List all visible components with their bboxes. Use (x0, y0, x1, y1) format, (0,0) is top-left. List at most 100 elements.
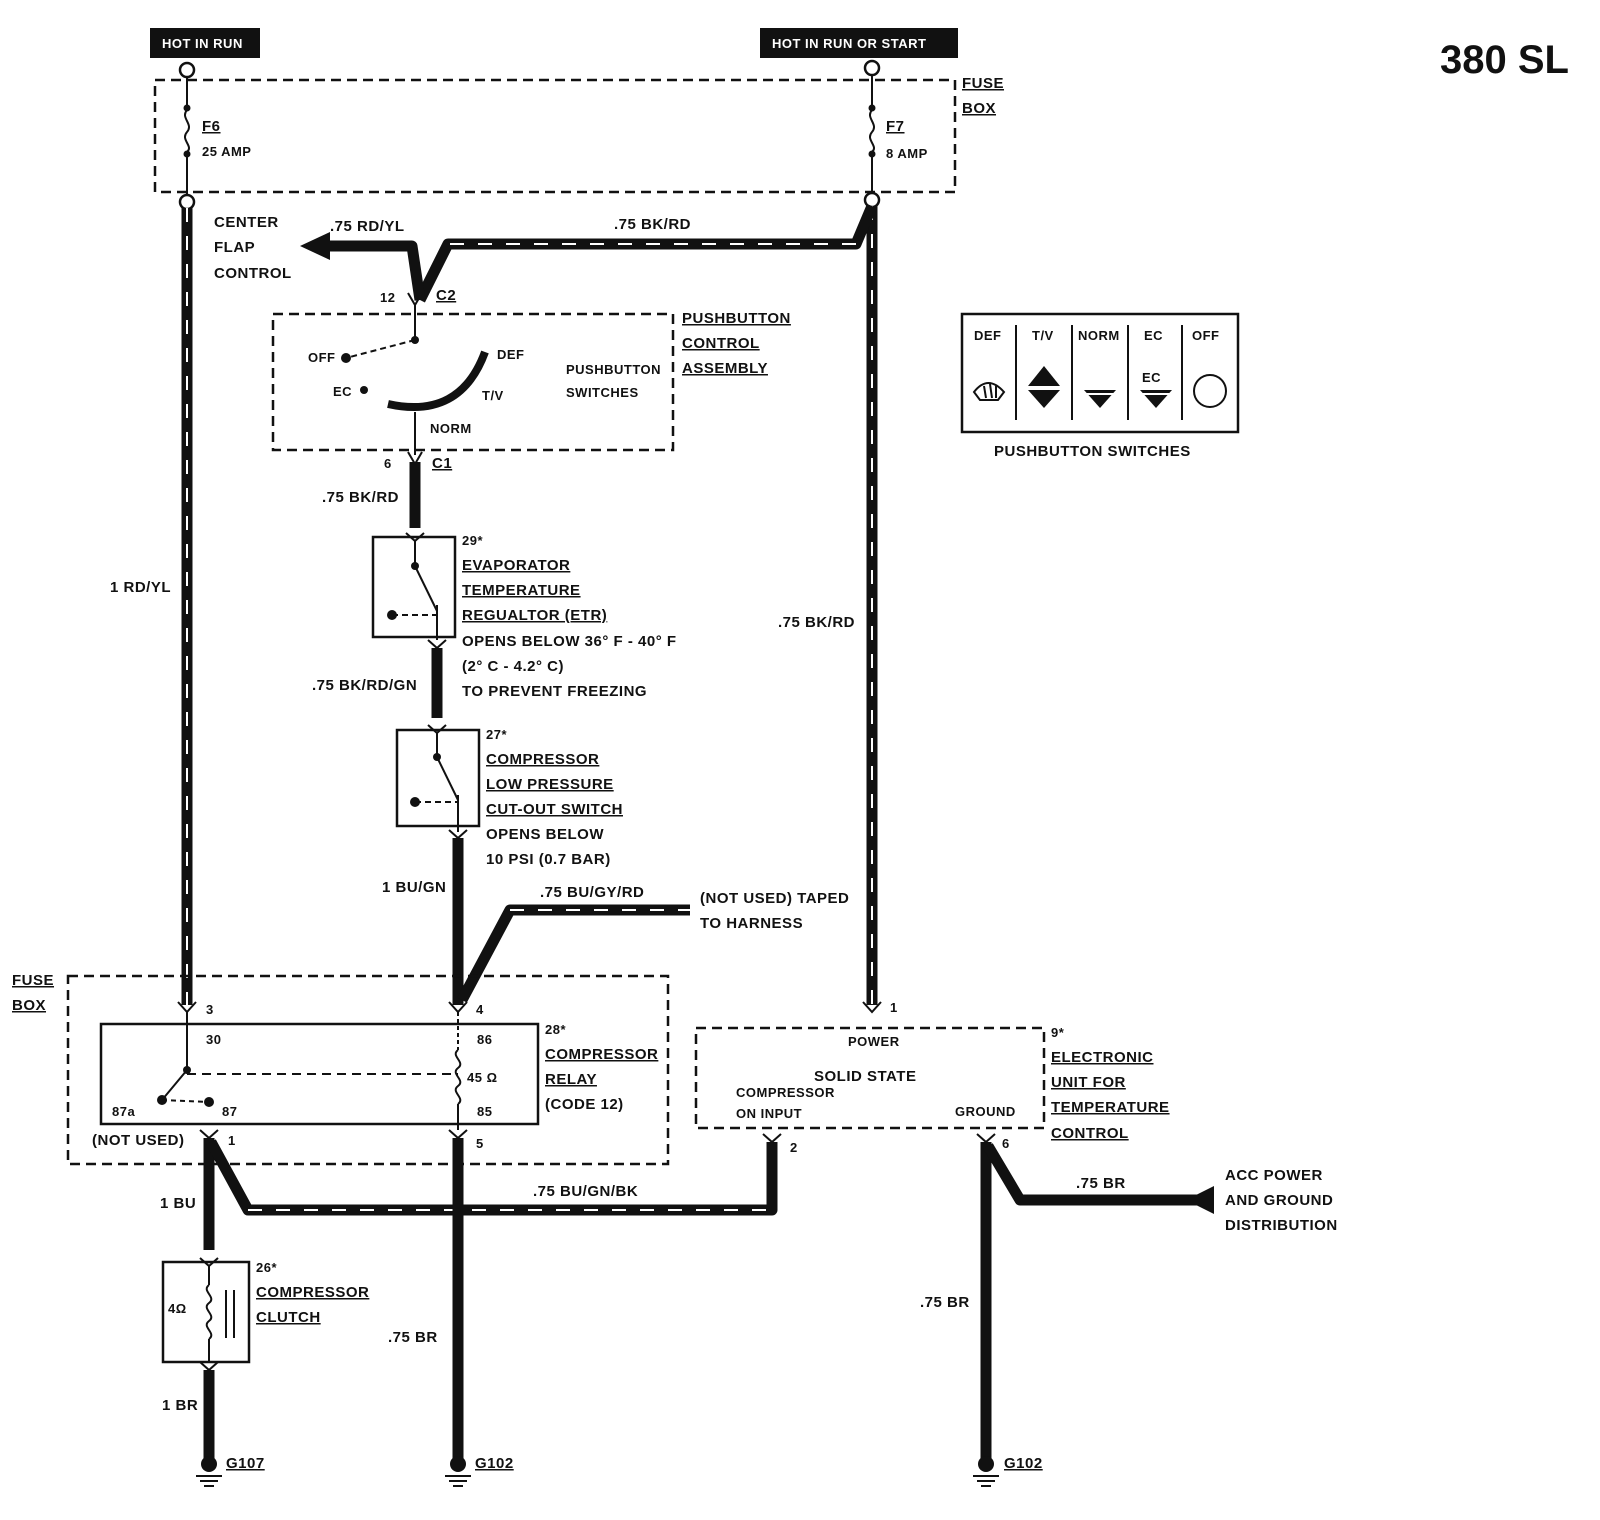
center-flap-arrow (300, 232, 330, 260)
f6-fuse-symbol (184, 109, 190, 153)
acc-label-3: DISTRIBUTION (1225, 1217, 1338, 1234)
center-flap-label-2: FLAP (214, 239, 255, 256)
wire-75-rd-yl-label: .75 RD/YL (330, 218, 405, 235)
lp-number: 27* (486, 727, 507, 742)
panel-button-tv-label: T/V (1032, 328, 1054, 343)
clutch-coil (205, 1284, 213, 1340)
clutch-resistance: 4Ω (168, 1301, 187, 1316)
switch-off-label: OFF (308, 350, 336, 365)
fuse-box-bottom (66, 974, 670, 1166)
hot-in-run-or-start-label: HOT IN RUN OR START (772, 36, 926, 51)
ground-g102-right (973, 1456, 999, 1487)
wire-1-bu-label: 1 BU (160, 1195, 196, 1212)
c2-label: C2 (436, 287, 456, 304)
lp-switch-box (395, 728, 481, 828)
relay-term-5: 5 (476, 1136, 484, 1151)
etr-note-1: OPENS BELOW 36° F - 40° F (462, 633, 677, 650)
ground-g102-mid-label: G102 (475, 1455, 514, 1472)
panel-button-ec-label: EC (1144, 328, 1163, 343)
lp-note-2: 10 PSI (0.7 BAR) (486, 851, 611, 868)
fuse-box-top-label-1: FUSE (962, 75, 1004, 92)
acc-arrow (1186, 1186, 1214, 1214)
eu-ground: GROUND (955, 1104, 1016, 1119)
relay-pin87a: 87a (112, 1104, 135, 1119)
eu-pin2: 2 (790, 1140, 798, 1155)
relay-pin85: 85 (477, 1104, 492, 1119)
relay-pin30: 30 (206, 1032, 221, 1047)
relay-contact-arm (161, 1069, 188, 1101)
acc-label-2: AND GROUND (1225, 1192, 1333, 1209)
pushbutton-panel-caption: PUSHBUTTON SWITCHES (994, 443, 1191, 460)
c2-pin-label: 12 (380, 290, 395, 305)
eu-comp-2: ON INPUT (736, 1106, 802, 1121)
fuse-box-top-label-2: BOX (962, 100, 996, 117)
wire-75-bu-gn-bk (206, 1139, 778, 1216)
wire-1-bu-gn-label: 1 BU/GN (382, 879, 446, 896)
off-icon (1193, 374, 1227, 408)
lp-title-1: COMPRESSOR (486, 751, 599, 768)
fuse-box-bottom-label-1: FUSE (12, 972, 54, 989)
eu-power: POWER (848, 1034, 900, 1049)
pushbutton-assembly-title-3: ASSEMBLY (682, 360, 768, 377)
relay-box (99, 1022, 540, 1126)
clutch-title-1: COMPRESSOR (256, 1284, 369, 1301)
eu-comp-1: COMPRESSOR (736, 1085, 835, 1100)
switch-ec-label: EC (333, 384, 352, 399)
wire-75-bk-rd-gn-label: .75 BK/RD/GN (312, 677, 417, 694)
wire-75-bk-rd-top-label: .75 BK/RD (614, 216, 691, 233)
lp-note-1: OPENS BELOW (486, 826, 604, 843)
eu-title-3: TEMPERATURE (1051, 1099, 1170, 1116)
wire-75-bu-gn-bk-label: .75 BU/GN/BK (533, 1183, 638, 1200)
wire-1-br-label: 1 BR (162, 1397, 198, 1414)
hot-in-run-tag (150, 28, 260, 58)
relay-pin86: 86 (477, 1032, 492, 1047)
etr-note-3: TO PREVENT FREEZING (462, 683, 647, 700)
model-label: 380 SL (1440, 38, 1569, 82)
relay-number: 28* (545, 1022, 566, 1037)
pushbutton-switches-label-2: SWITCHES (566, 385, 639, 400)
clutch-title-2: CLUTCH (256, 1309, 321, 1326)
wire-75-br-acc-label: .75 BR (1076, 1175, 1126, 1192)
switch-def-label: DEF (497, 347, 525, 362)
f6-input-terminal (178, 61, 196, 79)
pushbutton-assembly-title-1: PUSHBUTTON (682, 310, 791, 327)
wire-75-br-acc (983, 1143, 1200, 1206)
eu-title-4: CONTROL (1051, 1125, 1129, 1142)
acc-label-1: ACC POWER (1225, 1167, 1323, 1184)
eu-pin1: 1 (890, 1000, 898, 1015)
wire-75-br-mid-label: .75 BR (388, 1329, 438, 1346)
wire-1-rd-yl-label: 1 RD/YL (110, 579, 171, 596)
not-used-taped-2: TO HARNESS (700, 915, 803, 932)
relay-code: (CODE 12) (545, 1096, 624, 1113)
panel-ec-inner-label: EC (1142, 370, 1161, 385)
ground-g102-mid (445, 1456, 471, 1487)
eu-number: 9* (1051, 1025, 1065, 1040)
clutch-number: 26* (256, 1260, 277, 1275)
f6-rating: 25 AMP (202, 144, 251, 159)
panel-button-norm-label: NORM (1078, 328, 1120, 343)
relay-term-1: 1 (228, 1133, 236, 1148)
not-used-taped-1: (NOT USED) TAPED (700, 890, 849, 907)
relay-coil (454, 1049, 462, 1105)
f6-name: F6 (202, 118, 221, 135)
relay-pin87: 87 (222, 1104, 237, 1119)
wire-75-bu-gy-rd-label: .75 BU/GY/RD (540, 884, 644, 901)
center-flap-label-1: CENTER (214, 214, 279, 231)
switch-norm-label: NORM (430, 421, 472, 436)
relay-term-3: 3 (206, 1002, 214, 1017)
ground-g107 (196, 1456, 222, 1487)
panel-button-off-label: OFF (1192, 328, 1220, 343)
norm-icon (1084, 390, 1116, 408)
f7-rating: 8 AMP (886, 146, 928, 161)
f7-fuse-symbol (869, 109, 875, 153)
switch-tv-label: T/V (482, 388, 504, 403)
wire-75-br-right-label: .75 BR (920, 1294, 970, 1311)
eu-solid-state: SOLID STATE (814, 1068, 916, 1085)
pushbutton-assembly-title-2: CONTROL (682, 335, 760, 352)
wire-75-rd-yl (330, 240, 426, 301)
hot-in-run-or-start-tag (760, 28, 958, 58)
selector-arc (387, 350, 489, 411)
tv-icon (1028, 366, 1060, 408)
hot-in-run-label: HOT IN RUN (162, 36, 243, 51)
